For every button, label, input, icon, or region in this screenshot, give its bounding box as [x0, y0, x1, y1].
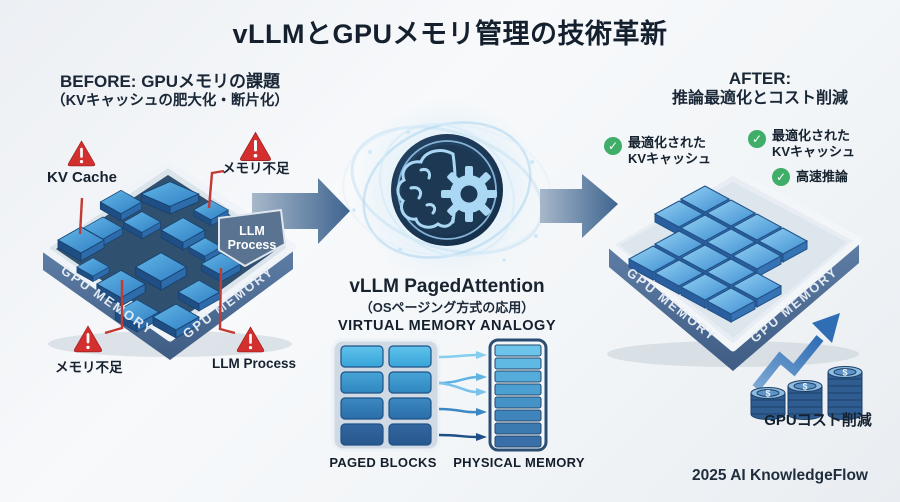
virtual-memory-analogy-title: VIRTUAL MEMORY ANALOGY: [337, 318, 557, 334]
after-heading: AFTER: 推論最適化とコスト削減: [630, 68, 890, 109]
chip-side-right-face: [733, 240, 859, 371]
before-gpu-chip: LLM Process GPU MEMORY GPU MEMORY: [39, 160, 297, 360]
llm-process-block-label-line2: Process: [228, 238, 277, 252]
check-icon: ✓: [748, 130, 766, 148]
virtual-memory-diagram: [331, 338, 548, 452]
check-icon: ✓: [772, 168, 790, 186]
check-item-kv-cache-right: ✓ 最適化された KVキャッシュ: [748, 128, 855, 159]
memory-shortage-label-top: メモリ不足: [222, 161, 290, 176]
check-item-kv-cache-left: ✓ 最適化された KVキャッシュ: [604, 135, 711, 166]
before-heading: BEFORE: GPUメモリの課題 （KVキャッシュの肥大化・断片化）: [20, 71, 320, 111]
warning-icon-memory-bottom: [72, 323, 104, 355]
before-heading-line1: BEFORE: GPUメモリの課題: [59, 72, 281, 91]
check-icon: ✓: [604, 137, 622, 155]
mapping-arrows: [438, 353, 477, 439]
before-heading-line2: （KVキャッシュの肥大化・断片化）: [51, 93, 289, 110]
warning-icon-kv-cache: [66, 138, 97, 169]
paged-blocks-panel: [331, 338, 441, 452]
gpu-cost-reduction-label: GPUコスト削減: [764, 412, 872, 429]
check-item-fast-inference: ✓ 高速推論: [772, 166, 848, 186]
coin-dollar-1: $: [765, 389, 770, 399]
check-label-line2: KVキャッシュ: [628, 150, 712, 166]
warning-connectors: [78, 169, 236, 335]
chip-side-right-face: [170, 247, 293, 360]
memory-shortage-label-bottom: メモリ不足: [55, 360, 123, 375]
after-heading-line2: 推論最適化とコスト削減: [671, 90, 848, 108]
growth-arrow-icon: [752, 313, 840, 391]
arrow-center-to-after: [540, 174, 618, 238]
chip-side-left-face: [609, 244, 733, 371]
check-label-line1: 高速推論: [796, 169, 849, 184]
chip-side-left-face: [43, 248, 170, 360]
check-label: 最適化された KVキャッシュ: [772, 128, 855, 159]
coin-stacks-icon: $ $ $: [750, 366, 863, 420]
check-label-line2: KVキャッシュ: [772, 143, 856, 159]
credit-text: 2025 AI KnowledgeFlow: [692, 467, 868, 484]
center-flow-graphic: [252, 98, 618, 282]
after-heading-line1: AFTER:: [728, 69, 792, 88]
after-gpu-chip: GPU MEMORY GPU MEMORY: [605, 168, 863, 371]
llm-process-block: LLM Process: [218, 209, 286, 267]
check-label-line1: 最適化された: [772, 128, 851, 143]
paged-blocks-label: PAGED BLOCKS: [329, 455, 437, 470]
mapping-arrowheads: [476, 351, 487, 441]
paged-attention-subcaption: （OSページング方式の応用）: [359, 300, 535, 315]
gear-icon: [441, 166, 497, 222]
coin-dollar-3: $: [842, 368, 847, 378]
coin-dollar-2: $: [802, 382, 807, 392]
brain-gear-badge: [391, 134, 503, 246]
warning-icon-llm-process: [235, 324, 266, 355]
llm-process-label-bottom: LLM Process: [212, 356, 297, 371]
check-label-line1: 最適化された: [628, 135, 707, 150]
physical-memory-label: PHYSICAL MEMORY: [453, 455, 585, 470]
swirl-sparkles: [352, 124, 538, 262]
kv-cache-label: KV Cache: [47, 169, 118, 186]
physical-memory-panel: [488, 338, 548, 452]
llm-process-block-label-line1: LLM: [239, 224, 265, 238]
page-title: vLLMとGPUメモリ管理の技術革新: [232, 19, 668, 49]
check-label: 最適化された KVキャッシュ: [628, 135, 711, 166]
cost-reduction-graphic: $ $ $: [750, 313, 863, 420]
paged-attention-caption: vLLM PagedAttention: [349, 276, 545, 297]
